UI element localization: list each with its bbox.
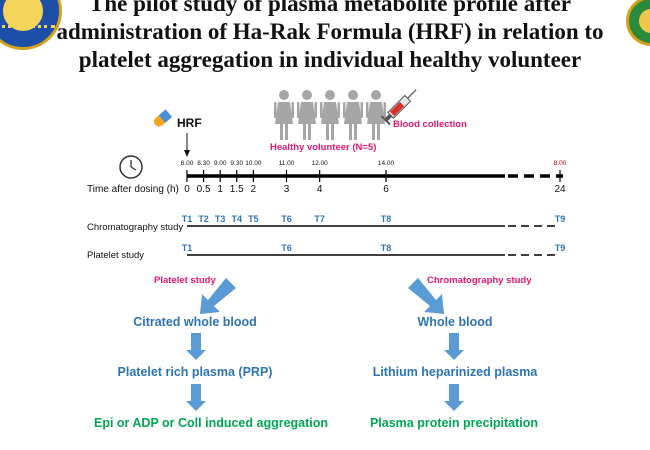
- clock-time-label: 8.30: [197, 160, 210, 167]
- title-line-1: The pilot study of plasma metabolite pro…: [89, 0, 571, 16]
- blood-collection-label: Blood collection: [393, 119, 467, 130]
- hour-label: 2: [251, 184, 257, 195]
- time-axis-label: Time after dosing (h): [87, 184, 179, 195]
- platelet-diagonal-arrow: [200, 278, 236, 314]
- platelet-row-label: Platelet study: [87, 250, 144, 261]
- clock-time-label: 11.00: [279, 160, 295, 167]
- timepoint-label: T7: [314, 214, 325, 224]
- timepoint-label: T5: [248, 214, 259, 224]
- platelet-timepoints: T1 T6 T8 T9: [182, 243, 566, 253]
- hour-label: 6: [383, 184, 389, 195]
- timepoint-label: T2: [198, 214, 209, 224]
- hrf-label: HRF: [177, 116, 202, 130]
- timepoint-label: T6: [281, 243, 292, 253]
- timepoint-label: T3: [215, 214, 226, 224]
- timepoint-label: T1: [182, 243, 193, 253]
- clock-icon: [119, 155, 143, 179]
- hour-label: 1: [217, 184, 223, 195]
- hour-label: 0.5: [197, 184, 211, 195]
- timeline-ticks: [186, 170, 561, 182]
- chromatography-flow-heading: Chromatography study: [427, 275, 532, 286]
- chromatography-step-2: Lithium heparinized plasma: [372, 365, 538, 379]
- hour-label: 4: [317, 184, 323, 195]
- person-icon: [343, 90, 363, 140]
- capsule-icon: [153, 109, 173, 127]
- clock-time-label: 8.00: [181, 160, 194, 167]
- clock-time-label: 12.00: [312, 160, 329, 167]
- down-arrow-icon: [186, 384, 206, 411]
- clock-time-label: 14.00: [378, 160, 395, 167]
- seal-text-ring: [0, 25, 55, 36]
- timepoint-label: T6: [281, 214, 292, 224]
- platelet-step-3: Epi or ADP or Coll induced aggregation: [93, 416, 329, 430]
- down-arrows: [186, 333, 464, 411]
- hour-label: 24: [554, 184, 566, 195]
- clock-time-label: 10.00: [245, 160, 262, 167]
- syringe-icon: [380, 89, 417, 126]
- clock-time-label: 9.00: [214, 160, 227, 167]
- hour-label: 1.5: [230, 184, 244, 195]
- chromatography-step-1: Whole blood: [417, 315, 493, 329]
- volunteer-group: [274, 90, 386, 140]
- person-icon: [320, 90, 340, 140]
- down-arrow-icon: [186, 333, 206, 360]
- platelet-flow-heading: Platelet study: [154, 275, 216, 286]
- platelet-step-2: Platelet rich plasma (PRP): [117, 365, 273, 379]
- timepoint-label: T4: [231, 214, 242, 224]
- timepoint-label: T9: [555, 243, 566, 253]
- chromatography-diagonal-arrow: [408, 278, 444, 314]
- title-line-2: administration of Ha-Rak Formula (HRF) i…: [56, 19, 604, 44]
- hour-label: 3: [284, 184, 290, 195]
- volunteer-label: Healthy volunteer (N=5): [270, 142, 376, 153]
- person-icon: [366, 90, 386, 140]
- faculty-logo-emblem: [639, 9, 650, 33]
- timepoint-label: T8: [381, 243, 392, 253]
- slide-title: The pilot study of plasma metabolite pro…: [20, 0, 640, 74]
- clock-time-label: 8.00: [554, 160, 567, 167]
- chromatography-step-3: Plasma protein precipitation: [369, 416, 539, 430]
- title-line-3: platelet aggregation in individual healt…: [78, 47, 582, 72]
- down-arrow-icon: [444, 333, 464, 360]
- person-icon: [274, 90, 294, 140]
- down-arrow-icon: [444, 384, 464, 411]
- hour-labels: 0 0.5 1 1.5 2 3 4 6 24: [184, 184, 566, 195]
- timepoint-label: T8: [381, 214, 392, 224]
- timepoint-label: T1: [182, 214, 193, 224]
- clock-time-label: 9.30: [230, 160, 243, 167]
- platelet-step-1: Citrated whole blood: [133, 315, 257, 329]
- university-seal-logo: [0, 0, 62, 50]
- person-icon: [297, 90, 317, 140]
- timepoint-label: T9: [555, 214, 566, 224]
- hour-label: 0: [184, 184, 190, 195]
- chromatography-row-label: Chromatography study: [87, 222, 183, 233]
- chromatography-timepoints: T1 T2 T3 T4 T5 T6 T7 T8 T9: [182, 214, 566, 224]
- dose-arrow-head: [184, 150, 190, 157]
